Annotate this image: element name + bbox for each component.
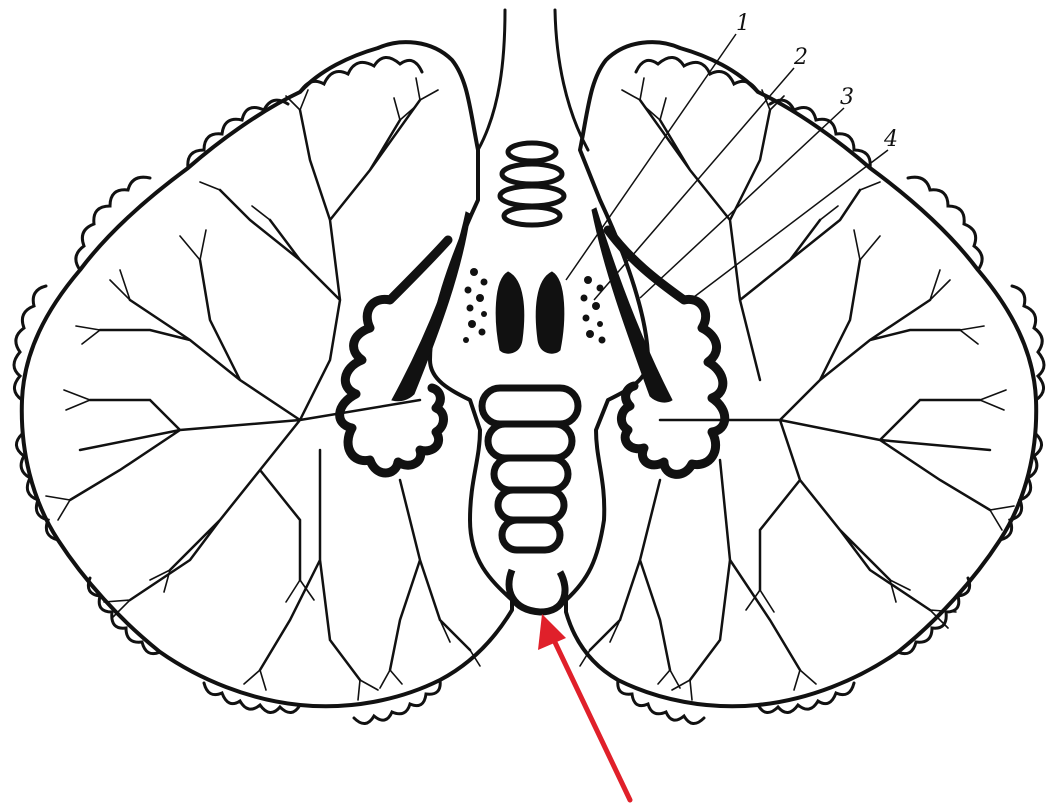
globose-nuclei-left [463, 268, 488, 343]
label-4: 4 [883, 127, 898, 152]
left-hemisphere-outline [22, 42, 512, 706]
label-2: 2 [793, 45, 808, 70]
left-hemisphere [14, 42, 512, 723]
upper-vermis [500, 143, 564, 225]
globose-nuclei-right [581, 276, 606, 344]
right-hemisphere-outline [566, 42, 1036, 706]
label-3: 3 [840, 85, 854, 110]
lower-vermis [482, 388, 578, 612]
central-fissure-left [478, 10, 505, 150]
fastigial-nuclei [496, 272, 564, 353]
label-1: 1 [736, 11, 750, 36]
